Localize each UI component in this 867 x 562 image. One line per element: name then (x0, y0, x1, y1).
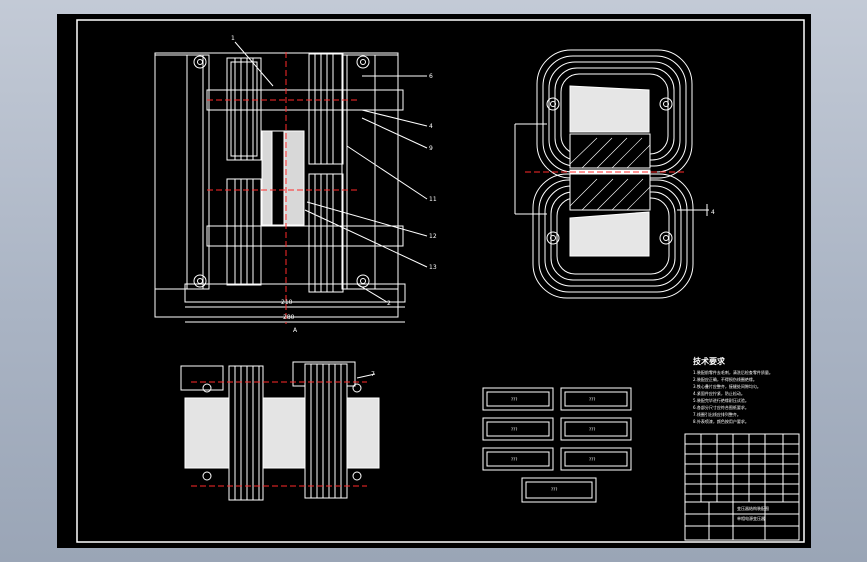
svg-text:1.装配前零件去毛刺，清洗后检查零件质量。: 1.装配前零件去毛刺，清洗后检查零件质量。 (693, 369, 773, 375)
callout-11: 11 (429, 196, 437, 203)
left-yoke-bar (186, 54, 210, 290)
svg-text:8.外表喷漆，颜色按用户要求。: 8.外表喷漆，颜色按用户要求。 (693, 418, 749, 424)
cad-viewport[interactable]: 1 6 4 9 11 12 13 2 210 280 A (57, 14, 811, 548)
svg-text:4.紧固件应拧紧，防止松动。: 4.紧固件应拧紧，防止松动。 (693, 390, 745, 396)
callout-2: 2 (387, 300, 391, 307)
svg-text:2.装配应正确，不得损伤线圈绝缘。: 2.装配应正确，不得损伤线圈绝缘。 (693, 376, 757, 382)
lower-left-coil (226, 178, 262, 286)
upper-left-coil (226, 57, 262, 161)
side-view-section-mark: 7 (371, 371, 375, 378)
title-block-text: 变压器结构装配图 单相电源变压器 (737, 505, 769, 521)
svg-text:???: ??? (551, 487, 557, 492)
svg-text:???: ??? (511, 397, 517, 402)
front-view (154, 41, 428, 323)
title-block (684, 433, 800, 541)
svg-text:7.线圈引出线应排列整齐。: 7.线圈引出线应排列整齐。 (693, 411, 741, 417)
dimension-210: 210 (281, 299, 293, 306)
part-detail-boxes (482, 387, 632, 503)
drawing-title-line-2: 单相电源变压器 (737, 515, 765, 521)
base-plate (184, 283, 406, 303)
drawing-title-line-1: 变压器结构装配图 (737, 505, 769, 511)
drawing-sheet: 1 6 4 9 11 12 13 2 210 280 A (76, 19, 805, 543)
callout-13: 13 (429, 264, 437, 271)
part-box-labels: ??? ??? ??? ??? ??? ??? ??? (511, 397, 595, 492)
upper-right-coil (308, 53, 344, 165)
front-centerlines (207, 52, 357, 324)
svg-text:???: ??? (589, 397, 595, 402)
svg-text:???: ??? (589, 427, 595, 432)
svg-text:???: ??? (511, 457, 517, 462)
left-clamp-plate (154, 54, 204, 290)
right-yoke-bar (346, 54, 376, 290)
sheet-border (76, 19, 805, 543)
svg-text:???: ??? (511, 427, 517, 432)
coil-top-view (514, 49, 709, 299)
side-core-block (184, 397, 380, 469)
callout-4: 4 (429, 123, 433, 130)
section-mark-a: A (293, 327, 298, 334)
callout-12: 12 (429, 233, 437, 240)
callout-1: 1 (231, 35, 235, 42)
svg-text:3.铁心叠片应整齐，接缝处间隙均匀。: 3.铁心叠片应整齐，接缝处间隙均匀。 (693, 383, 761, 389)
tech-requirements: 技术要求 1.装配前零件去毛刺，清洗后检查零件质量。 2.装配应正确，不得损伤线… (693, 356, 773, 424)
front-view-labels: 1 6 4 9 11 12 13 2 210 280 A (231, 35, 437, 334)
side-left-bracket (180, 365, 224, 391)
tech-req-title: 技术要求 (693, 356, 726, 366)
side-view (180, 361, 380, 501)
svg-text:???: ??? (589, 457, 595, 462)
lower-right-coil (308, 173, 344, 293)
coil-view-dimension: 4 (711, 209, 715, 216)
callout-9: 9 (429, 145, 433, 152)
dimension-280: 280 (283, 314, 295, 321)
svg-text:5.装配完毕进行绝缘耐压试验。: 5.装配完毕进行绝缘耐压试验。 (693, 397, 749, 403)
lower-crossbar (206, 225, 404, 247)
callout-6: 6 (429, 73, 433, 80)
svg-text:6.各部分尺寸应符合图纸要求。: 6.各部分尺寸应符合图纸要求。 (693, 404, 749, 410)
side-view-centerlines (191, 381, 367, 487)
